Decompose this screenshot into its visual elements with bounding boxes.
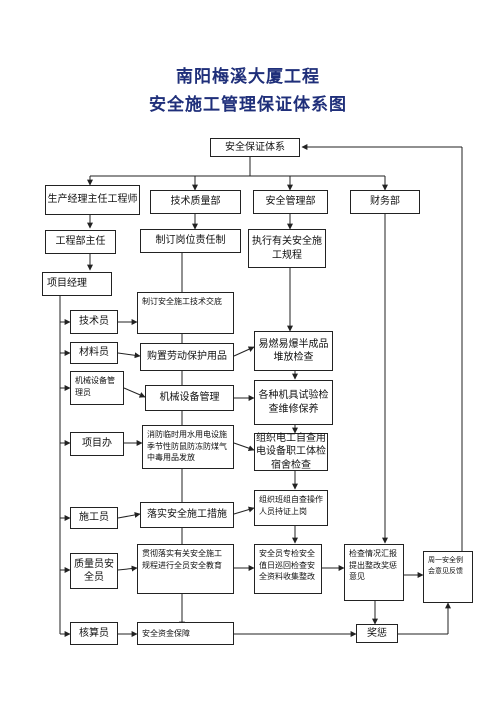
- quality-safety-officer-node: 质量员安全员: [70, 553, 118, 589]
- engineering-head-node: 工程部主任: [45, 230, 116, 254]
- inspect-report-node: 检查情况汇报提出整改奖惩意见: [344, 544, 404, 601]
- reward-punish-node: 奖惩: [356, 624, 398, 643]
- execute-safety-rules-node: 执行有关安全施工规程: [248, 229, 326, 268]
- tech-briefing-node: 制订安全施工技术交底: [137, 292, 234, 334]
- safety-duty-node: 安全员专检安全值日巡回检查安全资料收集整改: [254, 544, 322, 594]
- machine-test-node: 各种机具试验检查维修保养: [254, 380, 333, 425]
- buy-protection-node: 购置劳动保护用品: [140, 343, 234, 371]
- weekly-meeting-node: 周一安全例会意见反馈: [423, 551, 473, 603]
- materials-clerk-node: 材料员: [70, 342, 118, 364]
- electrician-check-node: 组织电工自查用电设备职工体检宿舍检查: [254, 432, 328, 471]
- safety-system-node: 安全保证体系: [210, 138, 300, 157]
- implement-rules-node: 贯彻落实有关安全施工规程进行全员安全教育: [137, 544, 234, 594]
- machinery-manager-node: 机械设备管理员: [70, 371, 124, 405]
- project-manager-node: 项目经理: [42, 272, 112, 296]
- machinery-management-node: 机械设备管理: [145, 385, 234, 411]
- pm-chief-engineer-node: 生产经理主任工程师: [45, 185, 140, 215]
- constructor-node: 施工员: [70, 507, 118, 529]
- diagram-title-line2: 安全施工管理保证体系图: [149, 95, 347, 115]
- safety-dept-node: 安全管理部: [253, 190, 328, 214]
- technician-node: 技术员: [70, 310, 118, 334]
- safety-fund-node: 安全资金保障: [137, 622, 234, 645]
- post-responsibility-node: 制订岗位责任制: [140, 229, 241, 253]
- temporary-power-node: 消防临时用水用电设施季节性防鼠防冻防煤气中毒用品发放: [142, 425, 234, 469]
- project-office-node: 项目办: [70, 432, 124, 456]
- flammable-check-node: 易燃易爆半成品堆放检查: [254, 331, 333, 371]
- team-self-check-node: 组织班组自查操作人员持证上岗: [254, 490, 328, 526]
- finance-dept-node: 财务部: [350, 190, 420, 214]
- tech-quality-dept-node: 技术质量部: [150, 190, 241, 214]
- implement-measures-node: 落实安全施工措施: [140, 502, 234, 528]
- diagram-title-line1: 南阳梅溪大厦工程: [176, 67, 320, 87]
- accountant-node: 核算员: [70, 622, 118, 645]
